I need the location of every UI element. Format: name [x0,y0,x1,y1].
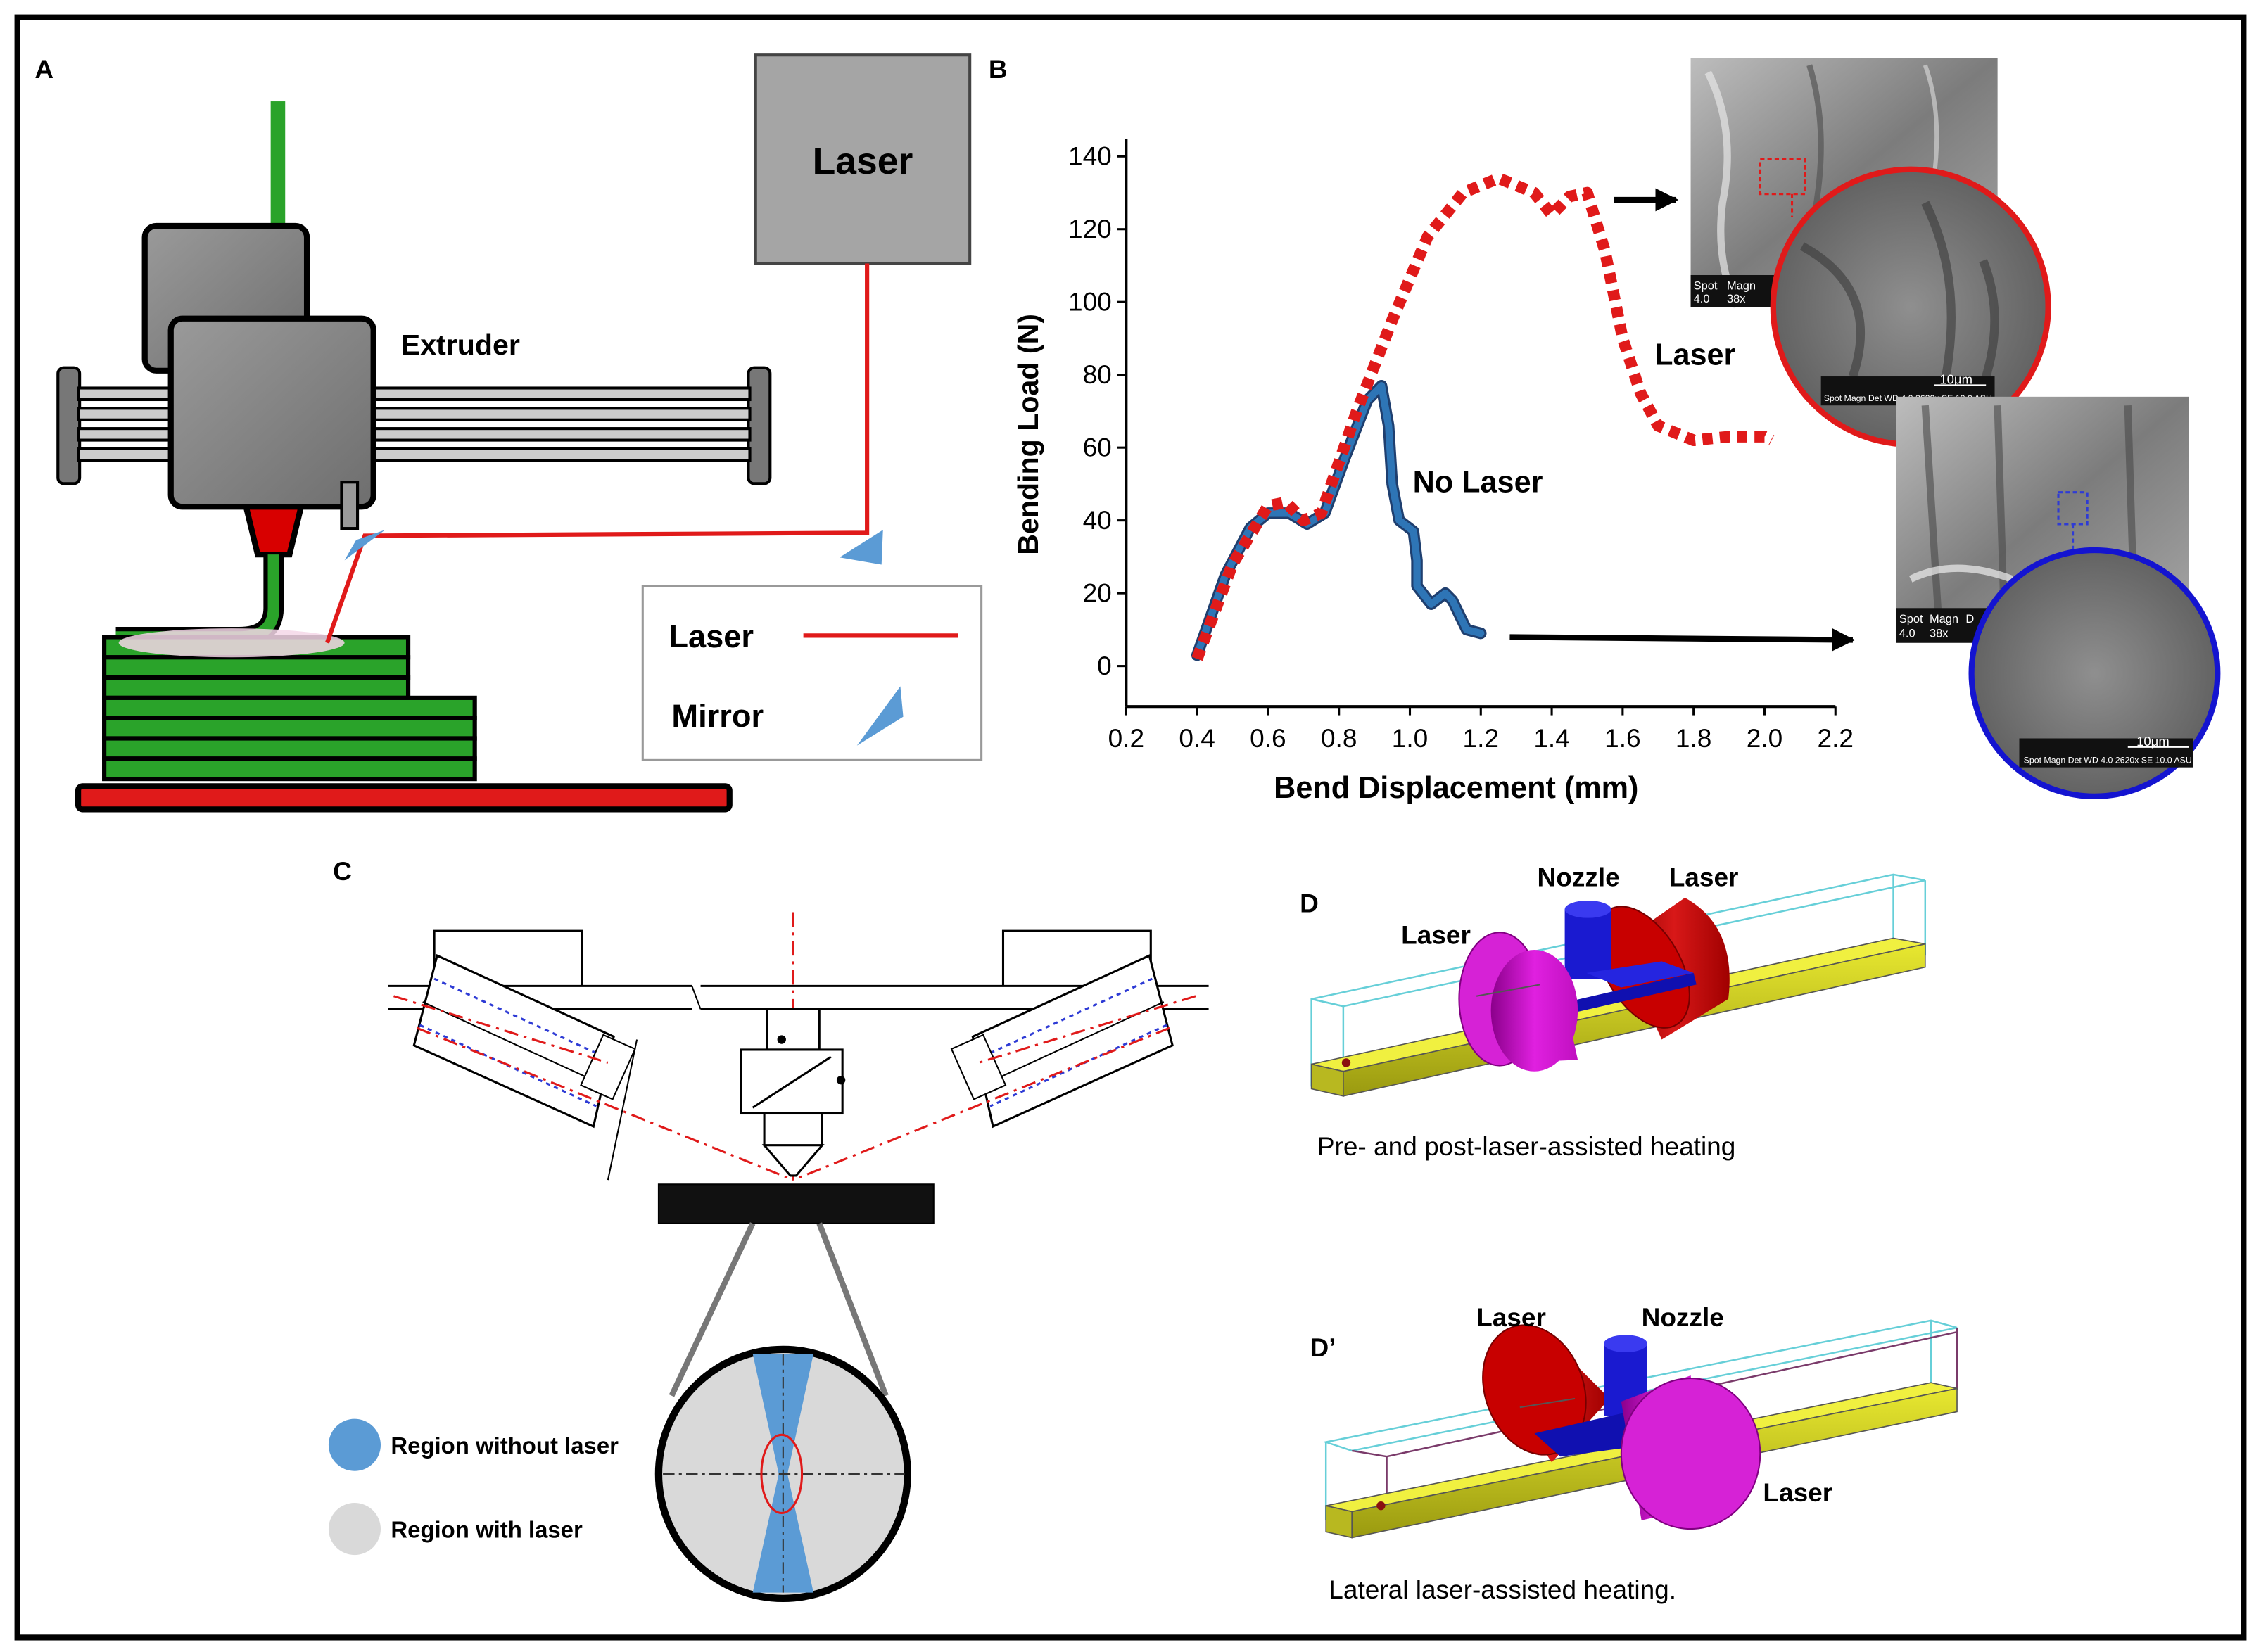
sem-no-laser-extra: D [1965,613,1974,625]
series-laser-line [1191,172,1775,661]
mirror-icon [344,530,386,561]
laser-source-label: Laser [813,141,913,182]
mirror-icon [840,530,883,565]
sem-laser-spot-val: 4.0 [1694,293,1710,305]
x-tick-label: 0.2 [1108,723,1144,753]
laser-curve-label: Laser [1654,338,1735,372]
y-tick-label: 140 [1068,141,1112,171]
left-laser-head [412,954,638,1181]
y-tick-label: 0 [1097,651,1112,680]
legend-with-laser-label: Region with laser [391,1516,583,1542]
x-tick-label: 0.8 [1321,723,1357,753]
panel-d-prime: D’ Laser [1310,1302,1958,1604]
series-layer [1191,172,1775,661]
series-no-laser-line [1193,382,1485,659]
extruder-label: Extruder [401,329,520,361]
panel-d: D [1300,862,1927,1161]
legend-without-laser-label: Region without laser [391,1432,619,1459]
sem-no-laser-detail: Spot Magn Det WD 4.0 2620x SE 10.0 ASU [2024,755,2192,765]
laser-beam-path [324,263,870,644]
x-axis-label: Bend Displacement (mm) [1274,771,1638,805]
legend-mirror-icon [856,686,904,746]
y-tick-label: 120 [1068,214,1112,243]
panel-b-letter: B [989,54,1008,84]
sem-laser-magn: Magn [1727,280,1756,293]
mirror-mount [340,481,360,530]
legend-swatch-without-laser [328,1418,381,1471]
y-tick-label: 80 [1083,360,1112,389]
y-tick-label: 100 [1068,287,1112,317]
gantry-rails [56,366,772,485]
bending-chart: 0 20 40 60 80 100 120 140 0.2 0.4 0.6 0.8 1.0 1.2 1.4… [1012,139,1854,805]
arrow-to-no-laser-sem [1509,628,1856,652]
x-tick-label: 1.4 [1533,723,1569,753]
filament-feed [270,101,286,246]
sem-no-laser-magn-val: 38x [1930,627,1949,640]
nozzle [242,504,305,558]
laser-cylinder-left [1458,932,1578,1072]
figure-border [14,14,2247,1641]
series-no-laser-outline [1191,379,1487,661]
d-laser-right-label: Laser [1669,862,1739,891]
no-laser-curve-label: No Laser [1413,466,1543,500]
extrusion-nozzle-assembly [740,1008,846,1177]
panel-a: A Extruder [34,53,983,813]
dp-laser-back-label: Laser [1476,1302,1546,1332]
x-tick-label: 0.4 [1179,723,1215,753]
heated-zone [118,628,345,658]
y-ticks: 0 20 40 60 80 100 120 140 [1068,141,1127,680]
panel-a-letter: A [34,54,53,84]
x-tick-label: 2.2 [1818,723,1854,753]
laser-cylinder-front [1620,1375,1761,1530]
sem-no-laser-zoom-circle [1968,547,2221,799]
panel-d-prime-letter: D’ [1310,1333,1336,1362]
y-tick-label: 40 [1083,505,1112,535]
nozzle-3d [1554,900,1697,1017]
x-ticks: 0.2 0.4 0.6 0.8 1.0 1.2 1.4 1.6 1.8 2.0 2.2 [1108,706,1854,753]
dp-laser-front-label: Laser [1763,1478,1832,1507]
sem-image-no-laser: Spot Magn D 4.0 38x 10μm Spot Magn Det W… [1896,396,2221,799]
legend-laser-label: Laser [669,618,754,654]
d-nozzle-label: Nozzle [1538,862,1620,891]
dp-nozzle-label: Nozzle [1642,1302,1724,1332]
sem-no-laser-scale: 10μm [2136,734,2170,749]
substrate-plate [657,1183,935,1224]
y-tick-label: 20 [1083,578,1112,607]
dp-caption: Lateral laser-assisted heating. [1329,1575,1676,1604]
sem-no-laser-spot-val: 4.0 [1899,627,1915,640]
laser-source-box [754,53,972,265]
sem-laser-spot: Spot [1694,280,1718,293]
sem-laser-magn-val: 38x [1727,293,1746,305]
sem-laser-scale: 10μm [1939,371,1972,386]
x-tick-label: 1.6 [1604,723,1640,753]
sem-image-laser: Spot Magn 4.0 38x 10μm Spot Magn Det WD … [1690,58,2051,447]
legend-swatch-with-laser [328,1503,381,1556]
melt-zone-zoom [654,1345,911,1603]
panel-c: C [328,856,1209,1603]
sem-no-laser-spot: Spot [1899,613,1923,625]
sem-no-laser-magn: Magn [1930,613,1958,625]
y-tick-label: 60 [1083,433,1112,462]
x-tick-label: 1.0 [1392,723,1428,753]
legend-mirror-label: Mirror [671,698,764,734]
panel-b: B 0 20 40 60 80 100 120 140 0.2 0.4 0.6 0.8 1.0 1.2 1… [989,54,2221,805]
panel-d-letter: D [1300,888,1319,917]
x-tick-label: 1.2 [1463,723,1499,753]
panel-c-letter: C [333,856,352,886]
x-tick-label: 0.6 [1250,723,1286,753]
panel-a-legend: Laser Mirror [641,585,983,761]
d-laser-left-label: Laser [1401,920,1471,950]
x-tick-label: 1.8 [1676,723,1711,753]
printed-layers [102,635,477,782]
laser-cylinder-back [1482,1324,1610,1463]
print-bed [75,783,733,813]
extruded-filament [115,554,284,647]
y-axis-label: Bending Load (N) [1012,314,1044,555]
d-caption: Pre- and post-laser-assisted heating [1317,1131,1735,1161]
extruder-front-block [167,315,376,510]
panel-c-legend: Region without laser Region with laser [328,1418,619,1556]
x-tick-label: 2.0 [1747,723,1782,753]
